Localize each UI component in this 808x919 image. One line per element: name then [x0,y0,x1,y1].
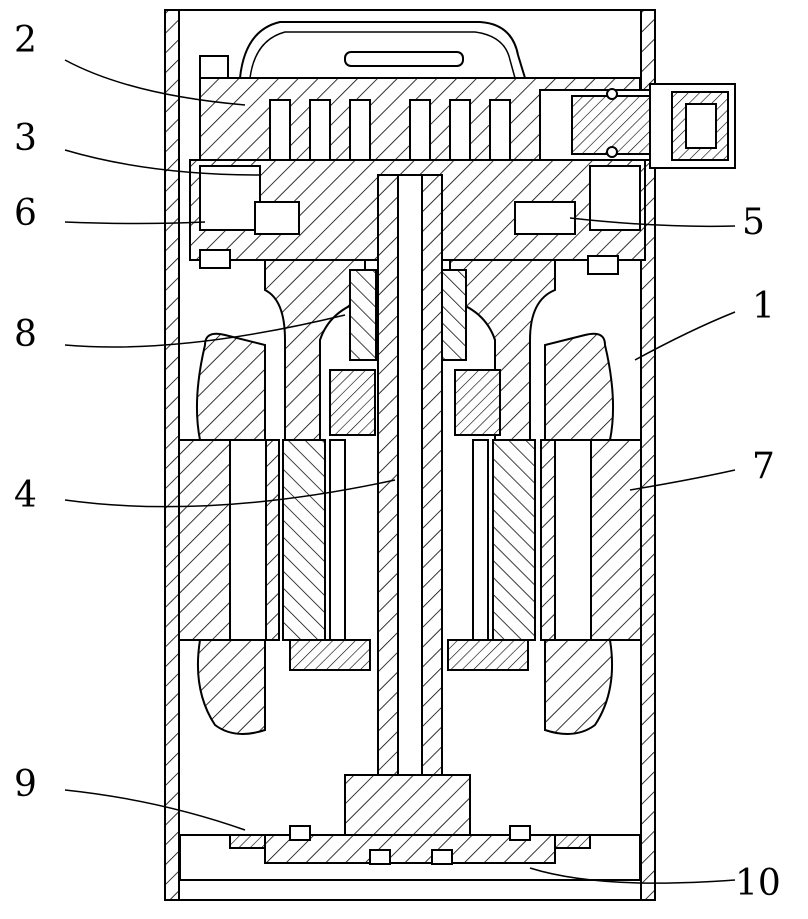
callout-9: 9 [14,764,37,805]
callout-10: 10 [735,863,781,904]
callout-2: 2 [14,20,37,61]
callout-5: 5 [742,202,765,243]
callout-8: 8 [14,314,37,355]
callout-7: 7 [752,446,775,487]
callout-6: 6 [14,193,37,234]
port-fitting [540,84,735,168]
callout-1: 1 [752,286,775,327]
crankshaft [378,175,442,865]
callout-4: 4 [14,475,37,516]
callout-3: 3 [14,118,37,159]
